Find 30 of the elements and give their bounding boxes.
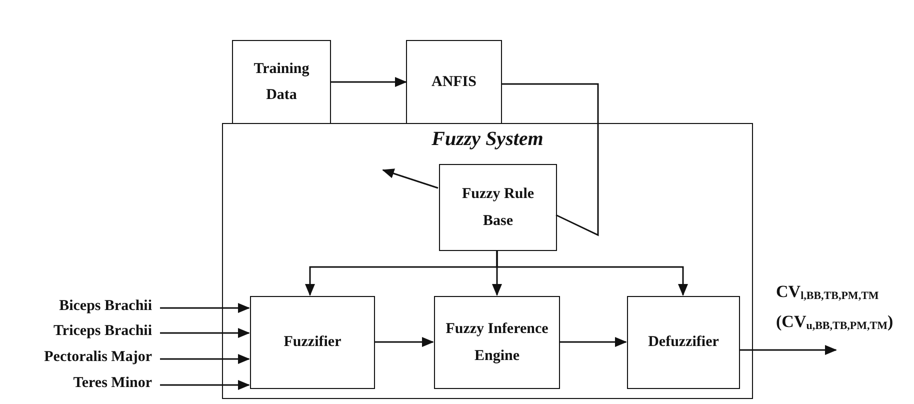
arrow [160, 354, 250, 364]
arrow [160, 380, 250, 390]
process-box [627, 296, 740, 389]
input-label: Biceps Brachii [20, 298, 152, 316]
arrow [331, 77, 407, 87]
box-label: Defuzzifier [647, 333, 720, 352]
box-label: Fuzzy Inference Engine [444, 320, 550, 366]
output-label: CV$_{l,BB,TB,PM,TM}$ [776, 282, 879, 302]
input-label: Teres Minor [20, 375, 152, 393]
arrow [374, 337, 434, 347]
process-box [250, 296, 375, 389]
arrow [160, 328, 250, 338]
input-label: Pectoralis Major [20, 349, 152, 367]
system-frame [222, 123, 753, 399]
input-label: Triceps Brachii [20, 323, 152, 341]
process-box [434, 296, 560, 389]
arrow [382, 168, 438, 189]
process-box [232, 40, 331, 124]
box-label: Fuzzy Rule Base [460, 185, 536, 230]
process-box [406, 40, 502, 124]
arrow [496, 250, 688, 296]
box-label: Training Data [252, 60, 310, 105]
output-label: (CV$_{u,BB,TB,PM,TM}$) [776, 312, 894, 332]
box-label: ANFIS [430, 72, 478, 92]
arrow [739, 345, 837, 355]
frame-title: Fuzzy System [430, 128, 544, 151]
process-box [439, 164, 557, 251]
box-label: Fuzzifier [282, 333, 342, 352]
arrow [559, 337, 627, 347]
arrow [160, 303, 250, 313]
